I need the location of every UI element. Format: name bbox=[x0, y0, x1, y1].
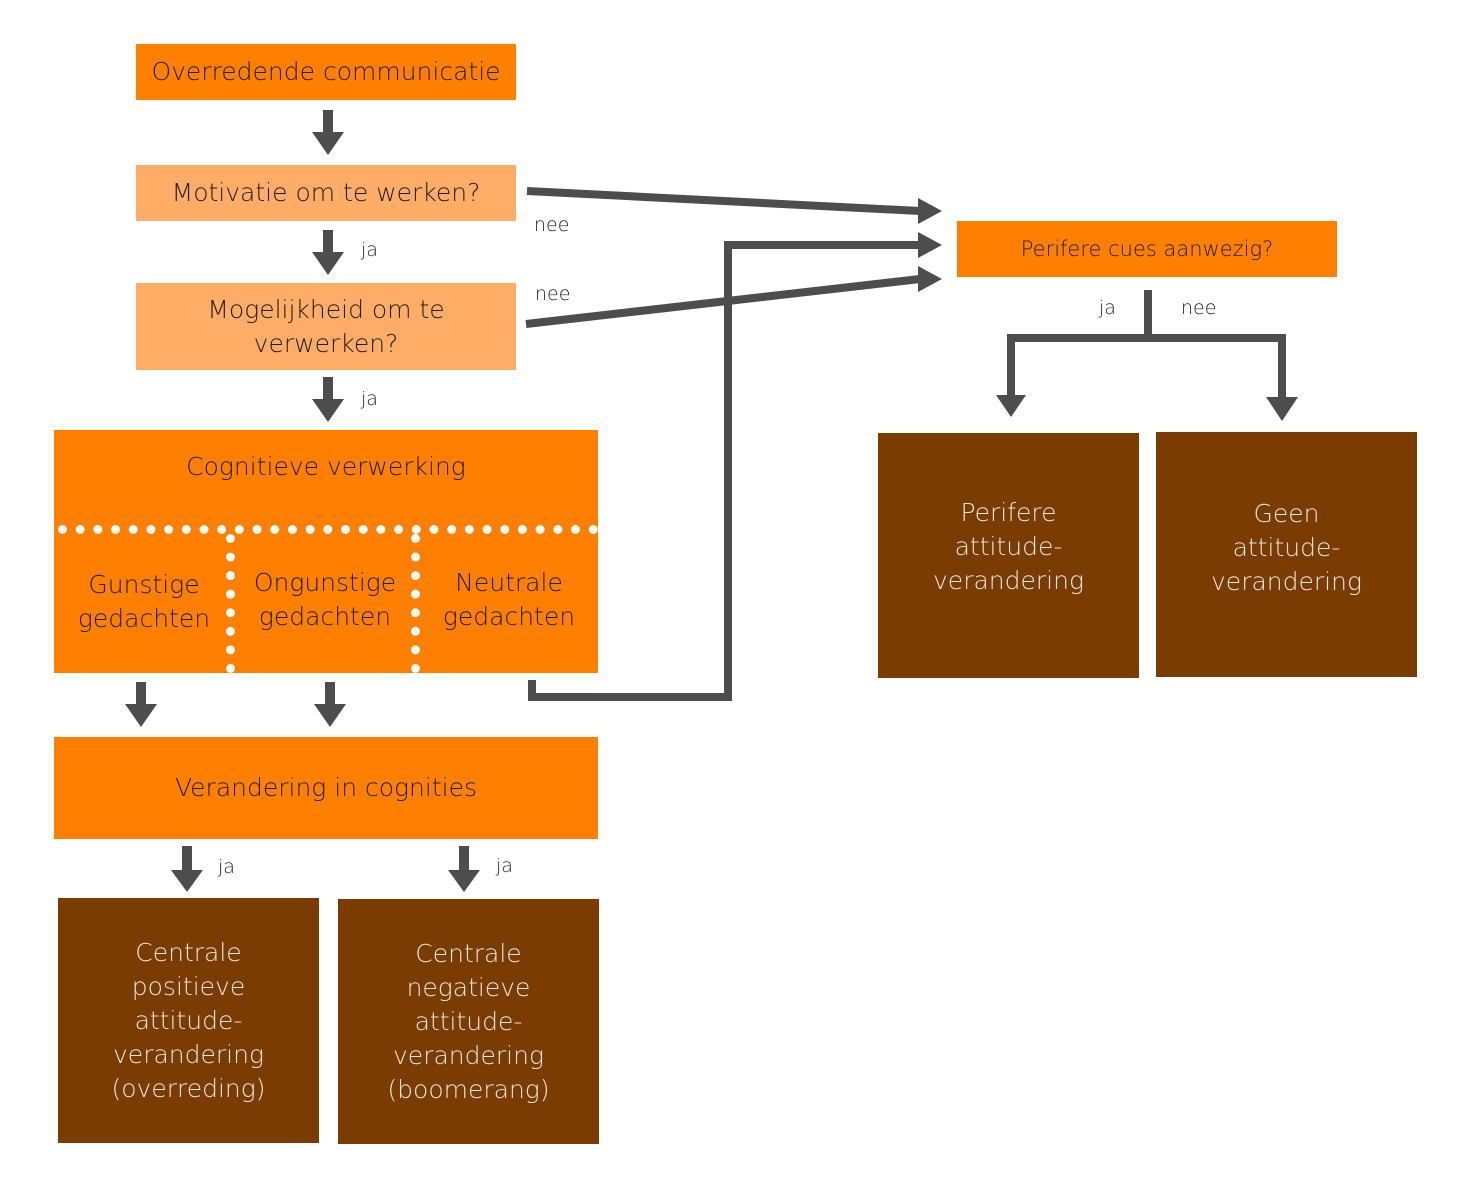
label-ja-negatief: ja bbox=[496, 855, 513, 877]
perifere-cues-box: Perifere cues aanwezig? bbox=[957, 221, 1337, 277]
motivatie-label: Motivatie om te werken? bbox=[171, 178, 481, 207]
label-ja-cues: ja bbox=[1099, 297, 1116, 319]
perifere-cues-label: Perifere cues aanwezig? bbox=[1020, 237, 1274, 261]
arrow-ongunstige-to-verandering bbox=[314, 682, 346, 727]
overredende-communicatie-label: Overredende communicatie bbox=[151, 57, 501, 86]
dotted-divider-right bbox=[411, 534, 420, 673]
cognitieve-verwerking-box: Cognitieve verwerking Gunstige gedachten… bbox=[54, 430, 598, 673]
centrale-negatieve-label: Centrale negatieve attitude- verandering… bbox=[387, 938, 550, 1104]
motivatie-box: Motivatie om te werken? bbox=[136, 165, 516, 221]
overredende-communicatie-box: Overredende communicatie bbox=[136, 44, 516, 100]
line-cues-split bbox=[1007, 290, 1152, 398]
arrow-verandering-to-negatief bbox=[448, 846, 480, 892]
line-mogelijkheid-to-cues bbox=[525, 275, 921, 328]
label-ja-motivatie: ja bbox=[361, 239, 378, 261]
verandering-in-cognities-label: Verandering in cognities bbox=[175, 773, 477, 802]
neutrale-gedachten-label: Neutrale gedachten bbox=[442, 568, 576, 631]
line-cues-to-geen bbox=[1148, 334, 1286, 400]
arrowhead-mogelijkheid-to-cues bbox=[918, 266, 942, 292]
dotted-divider-horizontal bbox=[58, 525, 598, 534]
ongunstige-gedachten-label: Ongunstige gedachten bbox=[253, 568, 397, 631]
centrale-positieve-label: Centrale positieve attitude- verandering… bbox=[111, 937, 266, 1103]
cognitieve-verwerking-label: Cognitieve verwerking bbox=[186, 452, 466, 481]
mogelijkheid-box: Mogelijkheid om te verwerken? bbox=[136, 283, 516, 370]
gunstige-gedachten-label: Gunstige gedachten bbox=[77, 570, 211, 633]
label-nee-motivatie: nee bbox=[534, 214, 570, 236]
dotted-divider-left bbox=[226, 534, 235, 673]
perifere-attitude-label: Perifere attitude- verandering bbox=[933, 497, 1084, 595]
label-ja-positief: ja bbox=[218, 856, 235, 878]
arrow-verandering-to-positief bbox=[171, 846, 203, 892]
arrow-overredende-to-motivatie bbox=[312, 110, 344, 155]
arrow-motivatie-to-mogelijkheid bbox=[312, 230, 344, 275]
centrale-negatieve-box: Centrale negatieve attitude- verandering… bbox=[338, 899, 599, 1144]
arrow-mogelijkheid-to-cognitieve bbox=[312, 377, 344, 422]
mogelijkheid-label: Mogelijkheid om te verwerken? bbox=[207, 294, 445, 358]
line-motivatie-to-cues bbox=[526, 187, 921, 215]
arrow-gunstige-to-verandering bbox=[125, 682, 157, 727]
arrowhead-cues-to-geen bbox=[1266, 397, 1298, 421]
verandering-in-cognities-box: Verandering in cognities bbox=[54, 737, 598, 839]
arrowhead-cues-to-perifere bbox=[996, 395, 1026, 417]
label-nee-cues: nee bbox=[1181, 297, 1217, 319]
geen-attitude-label: Geen attitude- verandering bbox=[1211, 498, 1362, 596]
arrowhead-neutrale-to-cues bbox=[918, 232, 942, 258]
arrowhead-motivatie-to-cues bbox=[918, 198, 942, 224]
geen-attitude-box: Geen attitude- verandering bbox=[1156, 432, 1417, 677]
line-neutrale-to-cues bbox=[528, 241, 920, 701]
label-ja-mogelijkheid: ja bbox=[361, 388, 378, 410]
perifere-attitude-box: Perifere attitude- verandering bbox=[878, 433, 1139, 678]
centrale-positieve-box: Centrale positieve attitude- verandering… bbox=[58, 898, 319, 1143]
label-nee-mogelijkheid: nee bbox=[535, 283, 571, 305]
